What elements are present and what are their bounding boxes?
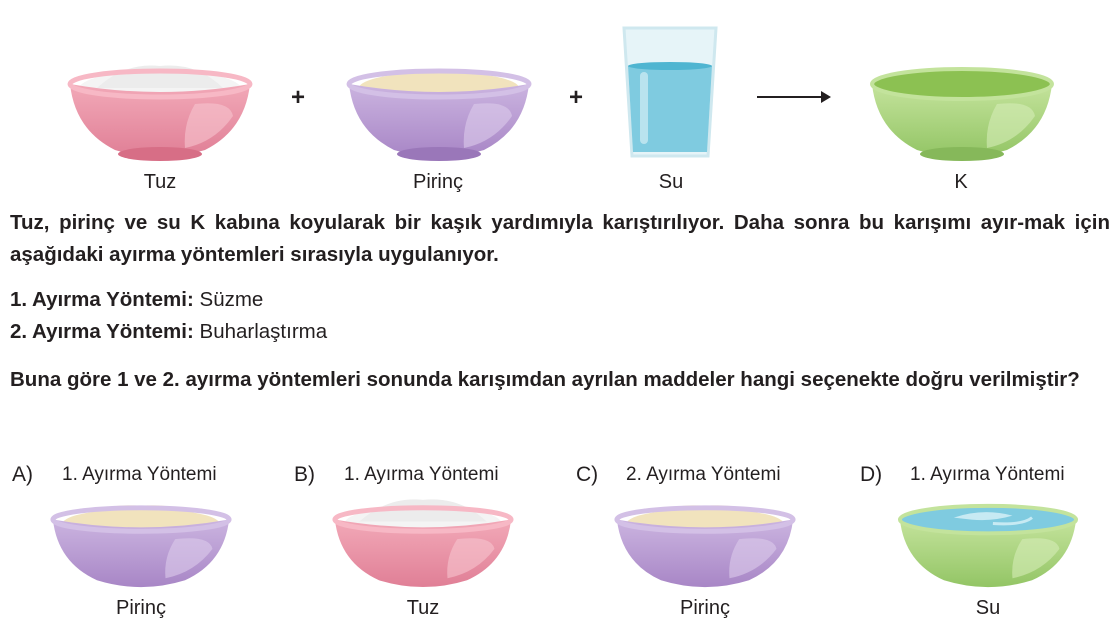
option-c-letter[interactable]: C) (576, 463, 599, 486)
option-d-letter[interactable]: D) (860, 463, 883, 486)
option-d-label: Su (975, 597, 1001, 619)
step-2: 2. Ayırma Yöntemi: Buharlaştırma (10, 317, 327, 347)
k-label: K (954, 171, 968, 193)
question-intro: Tuz, pirinç ve su K kabına koyularak bir… (10, 211, 1110, 266)
option-d-title: 1. Ayırma Yöntemi (910, 464, 1065, 485)
salt-bowl-icon (65, 60, 255, 167)
option-b-title: 1. Ayırma Yöntemi (344, 464, 499, 485)
arrow-right-icon (757, 86, 831, 113)
step-2-value: Buharlaştırma (199, 320, 328, 343)
question-prompt: Buna göre 1 ve 2. ayırma yöntemleri sonu… (10, 368, 1080, 391)
mixing-bowl-icon (867, 60, 1057, 167)
step-1-label: 1. Ayırma Yöntemi: (10, 288, 194, 311)
rice-bowl-icon (344, 60, 534, 167)
plus-sign: + (291, 84, 306, 111)
rice-bowl-icon (48, 498, 234, 597)
option-a-label: Pirinç (115, 597, 167, 619)
step-1: 1. Ayırma Yöntemi: Süzme (10, 285, 263, 315)
option-c-title: 2. Ayırma Yöntemi (626, 464, 781, 485)
water-glass-icon (620, 22, 720, 167)
plus-sign-2: + (569, 84, 584, 111)
step-2-label: 2. Ayırma Yöntemi: (10, 320, 194, 343)
option-a-title: 1. Ayırma Yöntemi (62, 464, 217, 485)
salt-bowl-icon (330, 494, 516, 597)
rice-bowl-icon (612, 498, 798, 597)
tuz-label: Tuz (143, 171, 177, 193)
option-b-label: Tuz (406, 597, 440, 619)
option-b-letter[interactable]: B) (294, 463, 315, 486)
su-label: Su (658, 171, 684, 193)
pirinc-label: Pirinç (412, 171, 464, 193)
water-bowl-icon (895, 500, 1081, 597)
step-1-value: Süzme (199, 288, 264, 311)
option-c-label: Pirinç (679, 597, 731, 619)
option-a-letter[interactable]: A) (12, 463, 33, 486)
